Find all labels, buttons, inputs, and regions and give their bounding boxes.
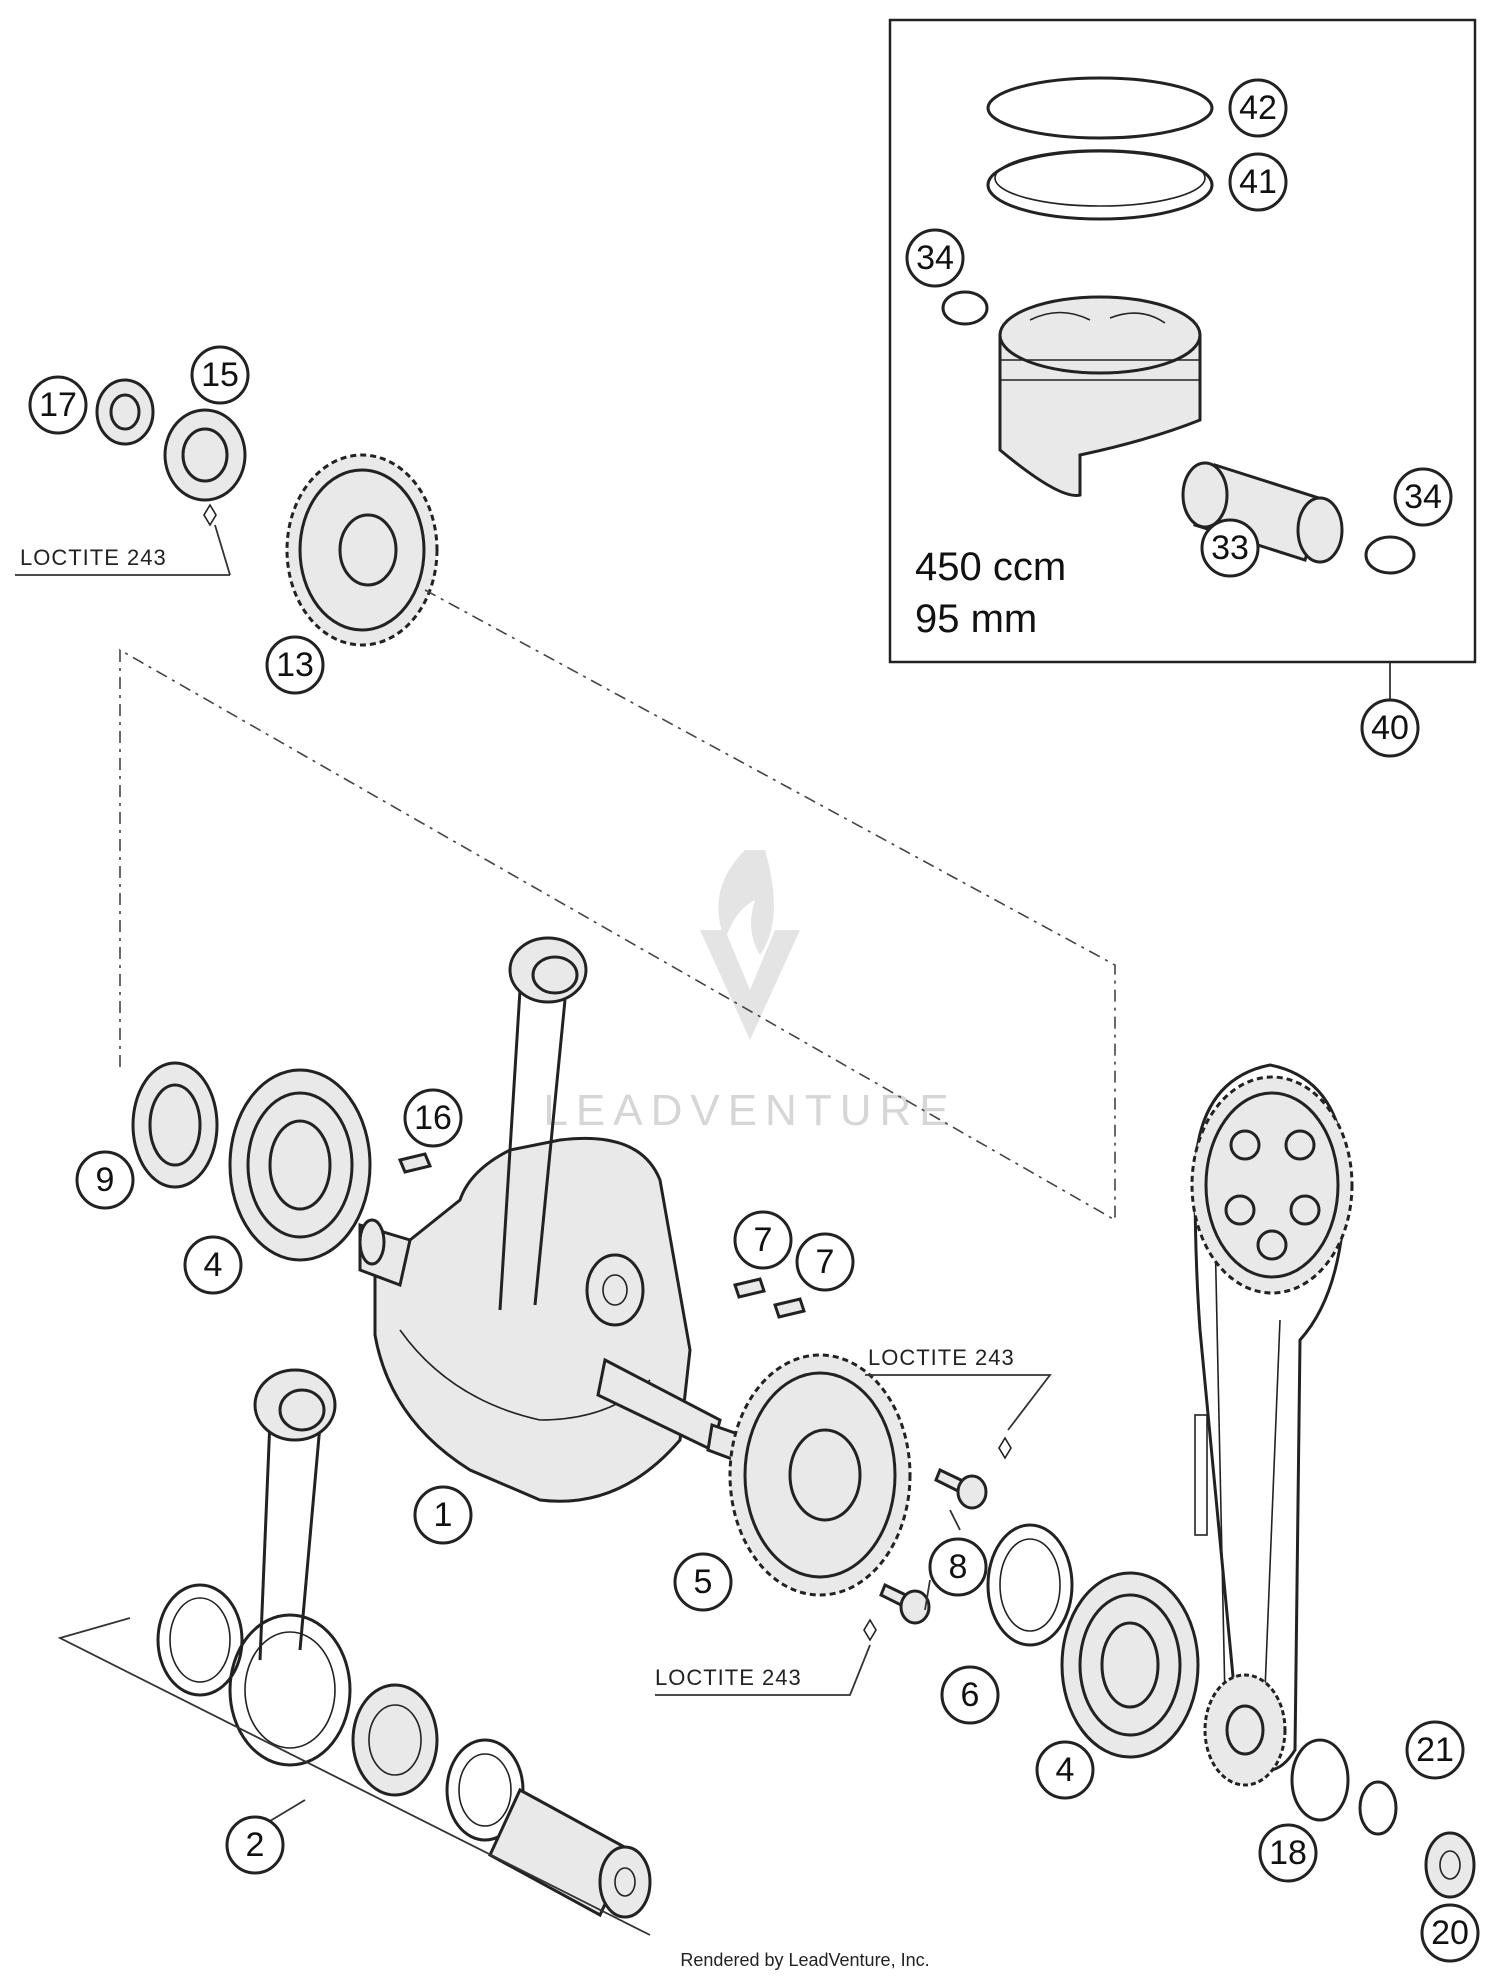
shaft-seal-17 xyxy=(95,378,155,446)
gear-5 xyxy=(728,1353,912,1597)
callout-40: 40 xyxy=(1360,698,1420,758)
svg-text:5: 5 xyxy=(694,1563,713,1601)
svg-text:34: 34 xyxy=(1404,478,1442,516)
camshaft-sprocket xyxy=(1190,1075,1354,1295)
svg-text:42: 42 xyxy=(1239,89,1277,127)
main-bearing-left xyxy=(228,1068,372,1262)
piston-pin xyxy=(1181,461,1344,564)
circlip-34-left xyxy=(941,290,989,326)
gear-13 xyxy=(285,453,439,647)
svg-text:33: 33 xyxy=(1211,529,1249,567)
loctite-note-right-upper: LOCTITE 243 xyxy=(868,1345,1015,1370)
callout-34-right: 34 xyxy=(1393,467,1453,527)
svg-text:13: 13 xyxy=(276,646,314,684)
svg-text:8: 8 xyxy=(949,1548,968,1586)
svg-text:41: 41 xyxy=(1239,163,1277,201)
watermark-text: LEADVENTURE xyxy=(543,1086,956,1135)
woodruff-key-7-a xyxy=(733,1277,766,1299)
main-bearing-right xyxy=(1060,1571,1200,1759)
svg-text:1: 1 xyxy=(434,1496,453,1534)
callout-7-b: 7 xyxy=(795,1232,855,1292)
callout-1: 1 xyxy=(413,1485,473,1545)
connecting-rod-assembled xyxy=(498,936,588,1311)
callout-21: 21 xyxy=(1405,1720,1465,1780)
piston-ring-41 xyxy=(986,149,1214,221)
svg-text:17: 17 xyxy=(39,386,77,424)
callout-33: 33 xyxy=(1200,518,1260,578)
callout-6: 6 xyxy=(940,1665,1000,1725)
callout-8: 8 xyxy=(928,1537,988,1597)
bore-label: 95 mm xyxy=(915,597,1037,641)
svg-text:40: 40 xyxy=(1371,709,1409,747)
callout-13: 13 xyxy=(265,635,325,695)
loctite-note-top: LOCTITE 243 xyxy=(20,545,167,570)
circlip-34-right xyxy=(1364,535,1416,575)
callout-20: 20 xyxy=(1420,1903,1480,1963)
callout-17: 17 xyxy=(28,375,88,435)
piston-ring-42 xyxy=(986,76,1214,140)
piston-kit-box xyxy=(888,18,1477,664)
bolt-8-lower xyxy=(879,1582,931,1625)
callout-7-a: 7 xyxy=(733,1210,793,1270)
bolt-8-upper xyxy=(934,1467,988,1510)
callout-5: 5 xyxy=(673,1552,733,1612)
loctite-note-right-lower: LOCTITE 243 xyxy=(655,1665,802,1690)
svg-text:18: 18 xyxy=(1269,1834,1307,1872)
piston xyxy=(998,295,1202,497)
bearing-15 xyxy=(163,408,247,527)
render-credit: Rendered by LeadVenture, Inc. xyxy=(680,1950,929,1970)
svg-text:15: 15 xyxy=(201,356,239,394)
callout-15: 15 xyxy=(190,345,250,405)
callout-9: 9 xyxy=(75,1150,135,1210)
watermark: LEADVENTURE xyxy=(543,850,956,1135)
callout-42: 42 xyxy=(1228,78,1288,138)
nut-20 xyxy=(1424,1831,1476,1899)
woodruff-key-16 xyxy=(397,1152,433,1174)
washer-21 xyxy=(1358,1780,1398,1836)
connecting-rod-kit xyxy=(156,1368,652,1919)
callout-4-right: 4 xyxy=(1035,1740,1095,1800)
svg-text:4: 4 xyxy=(204,1246,223,1284)
callout-16: 16 xyxy=(403,1088,463,1148)
svg-text:7: 7 xyxy=(754,1221,773,1259)
shim-washer-6 xyxy=(986,1523,1074,1647)
svg-text:2: 2 xyxy=(246,1826,265,1864)
svg-text:21: 21 xyxy=(1416,1731,1454,1769)
svg-text:7: 7 xyxy=(816,1243,835,1281)
circlip-18 xyxy=(1290,1738,1350,1822)
chain-guide-marks xyxy=(1194,1414,1208,1536)
woodruff-key-7-b xyxy=(773,1297,806,1319)
svg-text:16: 16 xyxy=(414,1099,452,1137)
svg-text:4: 4 xyxy=(1056,1751,1075,1789)
svg-text:20: 20 xyxy=(1431,1914,1469,1952)
callout-2: 2 xyxy=(225,1815,285,1875)
shaft-seal-9 xyxy=(131,1061,219,1189)
svg-text:9: 9 xyxy=(96,1161,115,1199)
svg-text:6: 6 xyxy=(961,1676,980,1714)
displacement-label: 450 ccm xyxy=(915,545,1066,589)
callout-41: 41 xyxy=(1228,152,1288,212)
callout-4-left: 4 xyxy=(183,1235,243,1295)
callout-34-left: 34 xyxy=(905,228,965,288)
svg-text:34: 34 xyxy=(916,239,954,277)
callout-18: 18 xyxy=(1258,1823,1318,1883)
crank-sprocket xyxy=(1203,1673,1287,1787)
crankshaft xyxy=(358,1136,759,1503)
timing-chain xyxy=(1193,1063,1347,1772)
